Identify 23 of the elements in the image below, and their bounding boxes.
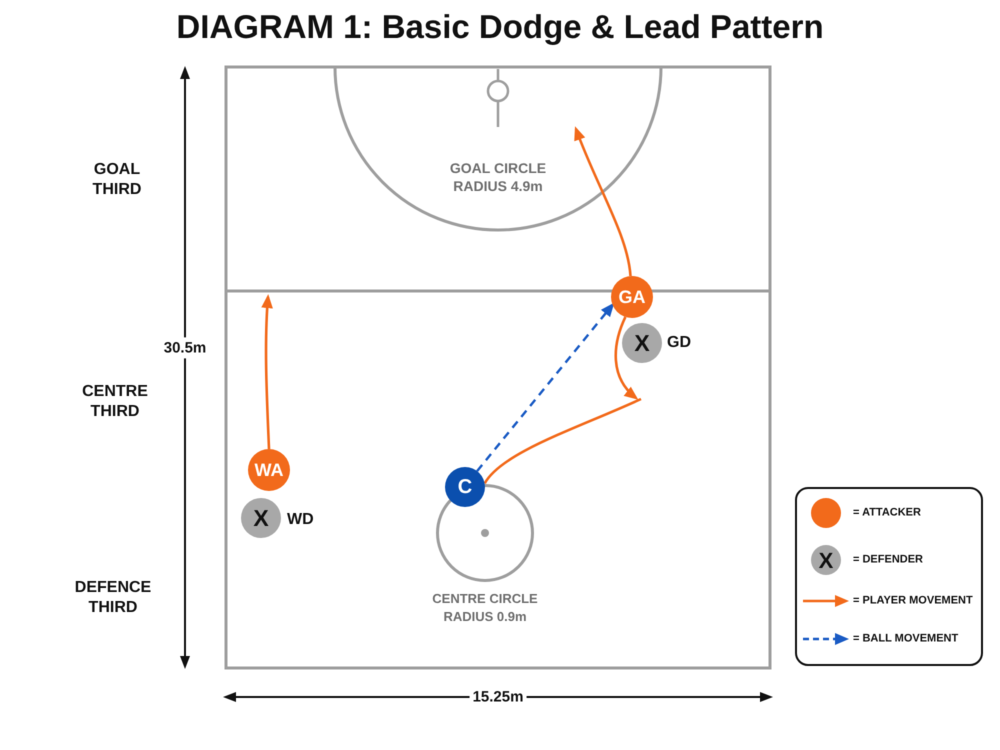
attacker-marker: GA <box>611 276 653 318</box>
position-label: WD <box>287 510 314 530</box>
diagram-title: DIAGRAM 1: Basic Dodge & Lead Pattern <box>176 8 824 46</box>
marking-label: GOAL CIRCLE RADIUS 4.9m <box>448 159 548 195</box>
curved-line <box>484 398 642 484</box>
position-label: GD <box>667 334 691 352</box>
attacker-marker: WA <box>248 449 290 491</box>
legend-label: = ATTACKER <box>853 506 921 520</box>
dashed-arrow <box>476 302 614 472</box>
defender-marker: X <box>241 498 281 538</box>
legend-label: = BALL MOVEMENT <box>853 632 958 646</box>
legend-label: = PLAYER MOVEMENT <box>853 594 973 608</box>
third-label: DEFENCE THIRD <box>74 578 152 618</box>
curved-arrow <box>574 126 632 276</box>
defender-marker: X <box>622 323 662 363</box>
marker-letter: X <box>818 550 834 572</box>
curved-arrow <box>261 294 274 450</box>
legend-label: = DEFENDER <box>853 554 923 566</box>
third-label: CENTRE THIRD <box>82 382 148 422</box>
centre-player-marker: C <box>445 467 485 507</box>
marking-label: CENTRE CIRCLE RADIUS 0.9m <box>431 590 539 626</box>
curved-arrow <box>614 316 638 400</box>
third-label: GOAL THIRD <box>92 160 142 200</box>
